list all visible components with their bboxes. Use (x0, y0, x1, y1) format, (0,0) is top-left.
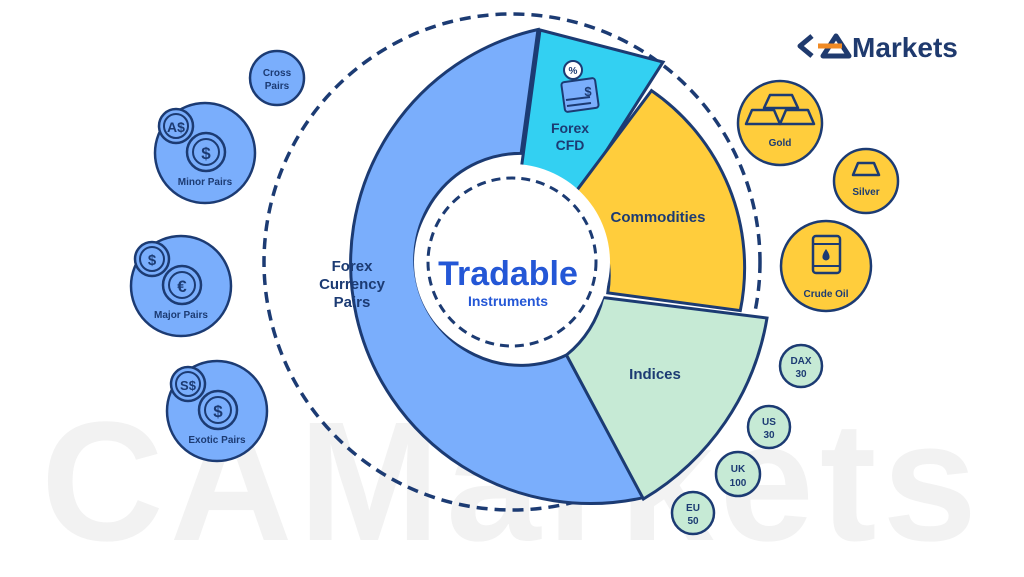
svg-text:$: $ (584, 84, 592, 99)
gold-bars-icon (744, 93, 816, 126)
center-subtitle: Instruments (468, 293, 548, 309)
dollar-coin-icon: $ (185, 131, 227, 173)
uk-line2: 100 (730, 478, 747, 489)
minor-pairs-label: Minor Pairs (178, 177, 233, 188)
dollar-coin-icon: $ (197, 389, 239, 431)
commodities-label: Commodities (610, 209, 705, 226)
forex-cfd-label-line2: CFD (556, 137, 585, 153)
cross-pairs-line2: Pairs (265, 81, 290, 92)
bubble-crude-oil[interactable]: Crude Oil (779, 219, 873, 313)
eu-line1: EU (686, 503, 700, 514)
silver-bar-icon (851, 161, 881, 177)
indices-label: Indices (629, 366, 681, 383)
aud-coin-icon: A$ (157, 107, 195, 145)
gold-label: Gold (769, 138, 792, 149)
dax-line2: 30 (795, 369, 807, 380)
dax-line1: DAX (790, 356, 811, 367)
bubble-silver[interactable]: Silver (832, 147, 900, 215)
brand-logo: Markets (797, 32, 958, 63)
cross-pairs-line1: Cross (263, 68, 292, 79)
center-title: Tradable (438, 255, 578, 293)
forex-cfd-label-line1: Forex (551, 120, 589, 136)
uk-line1: UK (731, 464, 746, 475)
svg-text:$: $ (201, 144, 211, 163)
us-line2: 30 (763, 430, 775, 441)
logo-wordmark: Markets (852, 32, 958, 63)
bubble-exotic-pairs[interactable]: S$ $ Exotic Pairs (165, 359, 269, 463)
svg-text:$: $ (148, 252, 157, 269)
svg-text:S$: S$ (180, 378, 197, 393)
forex-pairs-label-line1: Forex (332, 258, 374, 275)
exotic-pairs-label: Exotic Pairs (188, 435, 246, 446)
euro-coin-icon: € (161, 264, 203, 306)
bubble-us-30[interactable]: US 30 (746, 404, 792, 450)
us-line1: US (762, 417, 776, 428)
major-pairs-label: Major Pairs (154, 310, 208, 321)
silver-label: Silver (852, 187, 879, 198)
bubble-dax-30[interactable]: DAX 30 (778, 343, 824, 389)
svg-text:A$: A$ (167, 119, 185, 135)
sgd-coin-icon: S$ (169, 365, 207, 403)
bubble-major-pairs[interactable]: $ € Major Pairs (129, 234, 233, 338)
oil-barrel-icon (811, 234, 842, 275)
bubble-uk-100[interactable]: UK 100 (714, 450, 762, 498)
center-disc (414, 164, 610, 360)
bubble-minor-pairs[interactable]: A$ $ Minor Pairs (153, 101, 257, 205)
forex-cfd-document-icon: % $ (560, 60, 600, 113)
eu-line2: 50 (687, 516, 699, 527)
svg-text:€: € (177, 277, 187, 296)
bubble-eu-50[interactable]: EU 50 (670, 490, 716, 536)
forex-pairs-label-line3: Pairs (334, 294, 371, 311)
svg-text:%: % (569, 66, 578, 77)
center-dashed-ring (426, 176, 598, 348)
bubble-gold[interactable]: Gold (736, 79, 824, 167)
dollar-coin-icon: $ (133, 240, 171, 278)
outer-dashed-ring (262, 12, 762, 512)
crude-oil-label: Crude Oil (803, 289, 848, 300)
segment-indices[interactable] (564, 295, 769, 502)
bubble-cross-pairs[interactable]: Cross Pairs (248, 49, 306, 107)
forex-pairs-label-line2: Currency (319, 276, 386, 293)
segment-forex-pairs[interactable] (349, 27, 646, 506)
svg-text:$: $ (213, 402, 223, 421)
